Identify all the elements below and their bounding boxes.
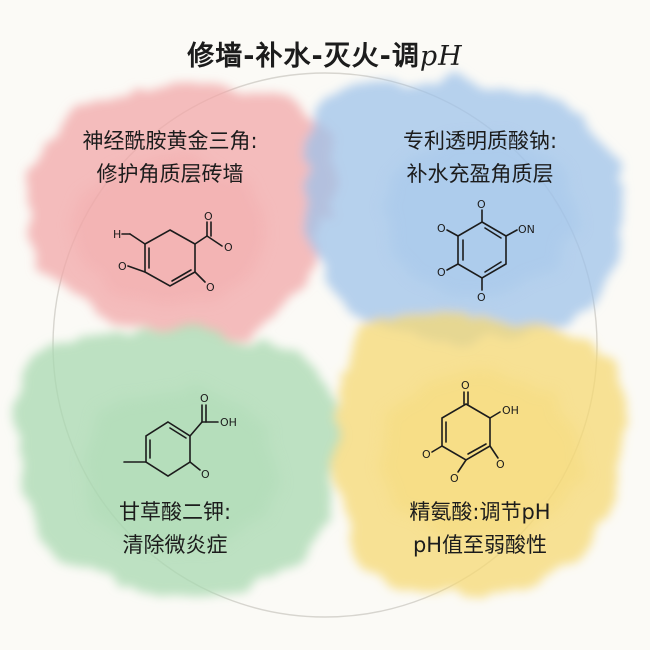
atom-label: O (461, 379, 470, 392)
atom-label: O (450, 472, 459, 485)
atom-label: O (206, 281, 215, 294)
quadrant-top-left: 神经酰胺黄金三角: 修护角质层砖墙 (40, 125, 300, 191)
diagram-title: 修墙-补水-灭火-调pH (187, 41, 463, 72)
quadrant-top-right: 专利透明质酸钠: 补水充盈角质层 (350, 125, 610, 191)
molecule-bottom-left: O OH O (123, 392, 237, 481)
atom-label: O (224, 241, 233, 254)
quadrant-subheading: pH值至弱酸性 (412, 533, 548, 557)
quadrant-subheading: 修护角质层砖墙 (96, 162, 244, 186)
quadrant-heading: 神经酰胺黄金三角: (82, 129, 258, 153)
molecule-top-right: O O ON O O (437, 198, 535, 304)
atom-label: O (437, 266, 446, 279)
atom-label: O (201, 468, 210, 481)
atom-label: O (204, 210, 213, 223)
quadrant-heading: 专利透明质酸钠: (402, 129, 558, 153)
atom-label: O (477, 198, 486, 211)
atom-label: O (422, 448, 431, 461)
quadrant-heading: 精氨酸:调节pH (409, 500, 551, 524)
atom-label: O (477, 291, 486, 304)
atom-label: O (200, 392, 209, 405)
quadrant-bottom-left: 甘草酸二钾: 清除微炎症 (45, 496, 305, 562)
atom-label: O (437, 222, 446, 235)
atom-label: O (118, 260, 127, 273)
molecule-top-left: H O O O O (113, 210, 233, 294)
quadrant-heading: 甘草酸二钾: (118, 500, 232, 524)
quadrant-subheading: 补水充盈角质层 (406, 162, 554, 186)
molecule-bottom-right: O OH O O O (422, 379, 519, 485)
atom-label: OH (220, 416, 237, 429)
quadrant-bottom-right: 精氨酸:调节pH pH值至弱酸性 (345, 496, 615, 562)
quadrant-subheading: 清除微炎症 (122, 533, 228, 557)
atom-label: OH (502, 404, 519, 417)
atom-label: H (113, 228, 121, 241)
atom-label: ON (518, 223, 535, 236)
atom-label: O (496, 458, 505, 471)
